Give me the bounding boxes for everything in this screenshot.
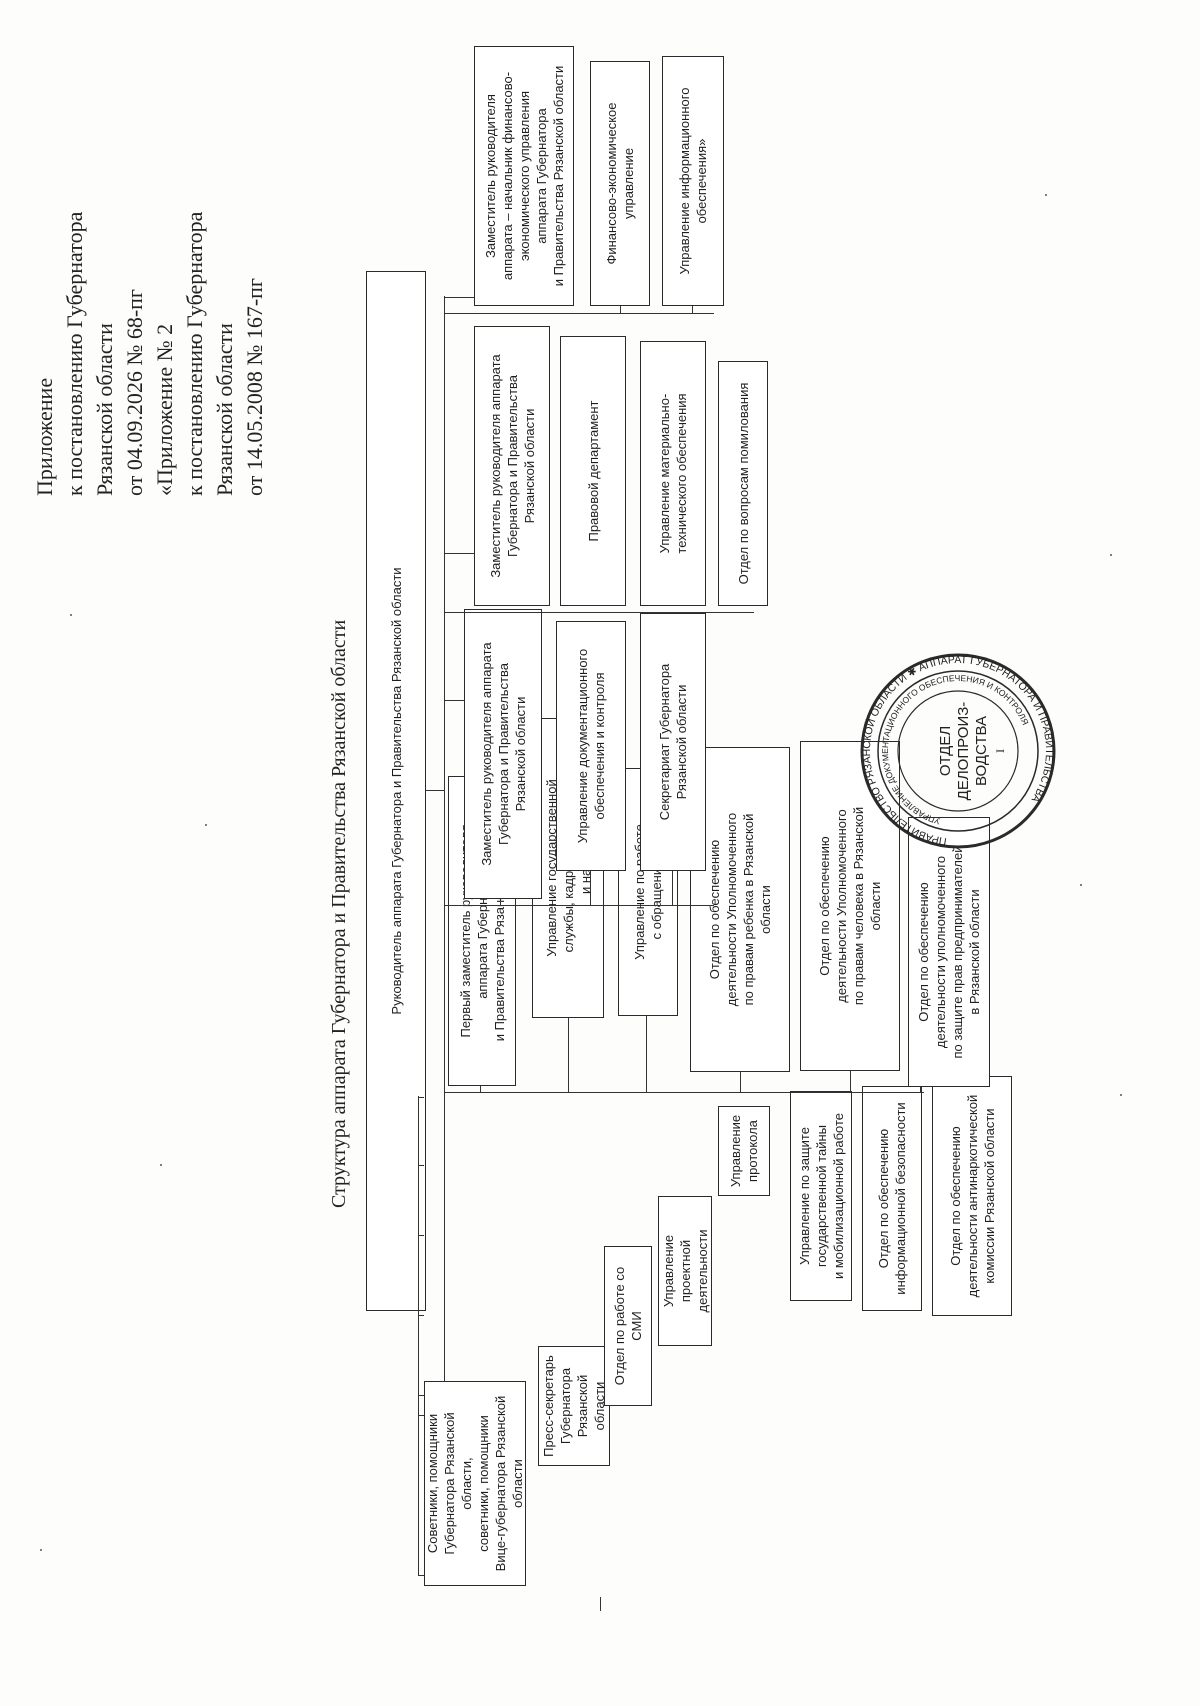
left-unit-box: Управление протокола: [718, 1106, 770, 1196]
scan-speck: [1045, 194, 1047, 196]
left-unit-box: Управление по защите государственной тай…: [790, 1091, 852, 1301]
scan-speck: [1120, 1094, 1122, 1096]
connector-line: [444, 297, 474, 298]
left-unit-box: Отдел по обеспечению деятельности антина…: [932, 1076, 1012, 1316]
connector-line: [444, 296, 445, 1416]
scan-speck: [1080, 884, 1082, 886]
scan-speck: [40, 1549, 42, 1551]
connector-line: [444, 553, 474, 554]
connector-line: [426, 790, 444, 791]
connector-line: [646, 1016, 647, 1093]
root-box-head-of-administration: Руководитель аппарата Губернатора и Прав…: [366, 271, 426, 1311]
left-unit-box: Советники, помощники Губернатора Рязанск…: [424, 1381, 526, 1586]
left-unit-box: Управление проектной деятельности: [658, 1196, 712, 1346]
scan-speck: [205, 824, 207, 826]
svg-text:ДЕЛОПРОИЗ-: ДЕЛОПРОИЗ-: [955, 702, 972, 801]
scan-speck: [160, 1164, 162, 1166]
svg-text:I: I: [993, 749, 1007, 753]
official-stamp-seal: ПРАВИТЕЛЬСТВО РЯЗАНСКОЙ ОБЛАСТИ ✱ АППАРА…: [860, 653, 1056, 849]
approval-note-2: «Приложение № 2 к постановлению Губернат…: [152, 211, 267, 496]
branch-3-unit: Правовой департамент: [560, 336, 626, 606]
branch-2-head: Заместитель руководителя аппарата Губерн…: [464, 609, 542, 899]
left-unit-box: Отдел по обеспечению информационной безо…: [862, 1086, 922, 1311]
connector-line: [500, 899, 501, 906]
connector-line: [480, 1086, 481, 1093]
connector-line: [444, 905, 714, 906]
approval-note-1: Приложение к постановлению Губернатора Р…: [32, 211, 147, 496]
connector-line: [590, 871, 591, 906]
connector-line: [444, 612, 754, 613]
branch-4-unit: Управление информационного обеспечения»: [662, 56, 724, 306]
connector-line: [444, 313, 714, 314]
branch-4-unit: Финансово-экономическое управление: [590, 61, 650, 306]
branch-3-head: Заместитель руководителя аппарата Губерн…: [474, 326, 550, 606]
branch-1-unit: Отдел по обеспечению деятельности уполно…: [908, 817, 990, 1087]
branch-3-unit: Управление материально- технического обе…: [640, 341, 706, 606]
connector-line: [740, 1072, 741, 1093]
left-unit-box: Отдел по работе со СМИ: [604, 1246, 652, 1406]
branch-2-unit: Управление документационного обеспечения…: [556, 621, 626, 871]
svg-text:ОТДЕЛ: ОТДЕЛ: [937, 726, 954, 776]
connector-line: [418, 1096, 419, 1576]
connector-line: [418, 1165, 424, 1166]
scan-speck: [1110, 554, 1112, 556]
connector-line: [692, 306, 693, 314]
connector-line: [620, 306, 621, 314]
svg-text:ВОДСТВА: ВОДСТВА: [973, 716, 990, 786]
connector-line: [672, 871, 673, 906]
scan-speck: [70, 614, 72, 616]
left-unit-box: Пресс-секретарь Губернатора Рязанской об…: [538, 1346, 610, 1466]
connector-line: [568, 1018, 569, 1093]
branch-2-unit: Секретариат Губернатора Рязанской област…: [640, 613, 706, 871]
connector-line: [600, 1597, 601, 1611]
connector-line: [920, 1087, 921, 1093]
connector-line: [444, 1092, 924, 1093]
connector-line: [418, 1097, 424, 1098]
connector-line: [850, 1071, 851, 1093]
branch-4-head: Заместитель руководителя аппарата – нача…: [474, 46, 574, 306]
connector-line: [418, 1235, 424, 1236]
branch-3-unit: Отдел по вопросам помилования: [718, 361, 768, 606]
page-title: Структура аппарата Губернатора и Правите…: [328, 619, 350, 1208]
connector-line: [418, 1315, 424, 1316]
